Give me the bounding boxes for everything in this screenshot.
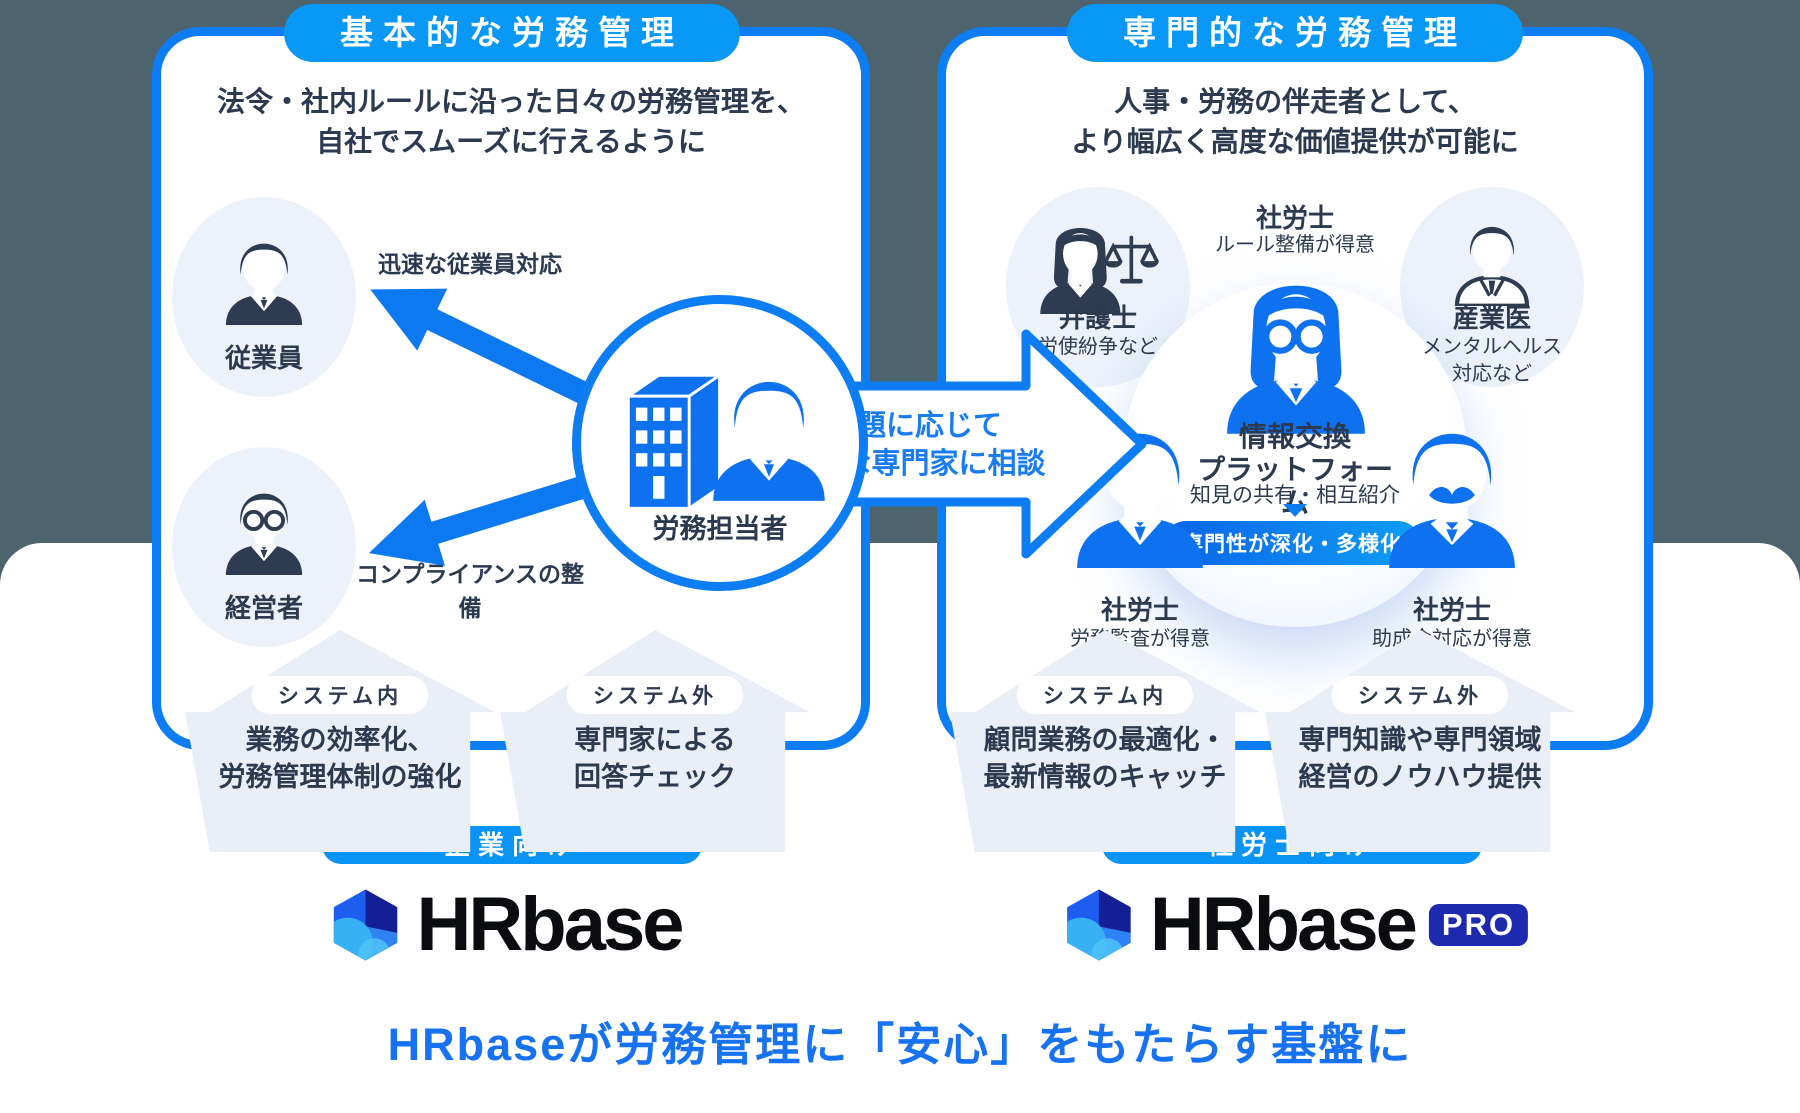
manager-person-icon	[225, 493, 303, 575]
employee-person-icon	[225, 243, 303, 325]
left-system-in-badge: システム内	[251, 676, 429, 714]
lawyer-sub-label: 労使紛争など	[1038, 336, 1158, 358]
sharoushi-left-label: 社労士	[1100, 595, 1179, 625]
doctor-person-icon	[1454, 226, 1530, 306]
platform-title: 情報交換 プラットフォーム	[1196, 421, 1393, 518]
sharoushi-right-label: 社労士	[1412, 595, 1491, 625]
sharoushi-right-person-icon	[1389, 433, 1515, 568]
sharoushi-left-person-icon	[1077, 433, 1203, 568]
platform-pill: 専門性が深化・多様化	[1164, 521, 1420, 565]
footer-tagline: HRbaseが労務管理に「安心」をもたらす基盤に	[387, 1019, 1413, 1070]
left-system-out-text: 専門家による 回答チェック	[574, 725, 736, 792]
office-building-icon	[623, 372, 725, 512]
doctor-label: 産業医	[1452, 303, 1531, 333]
manager-label: 経営者	[224, 593, 303, 623]
sharoushi-top-label: 社労士	[1255, 203, 1334, 233]
lawyer-label: 弁護士	[1058, 303, 1137, 333]
right-system-in-text: 顧問業務の最適化・ 最新情報のキャッチ	[983, 725, 1227, 792]
right-lead-line1: 人事・労務の伴走者として、	[1114, 86, 1476, 117]
left-lead-line2: 自社でスムーズに行えるように	[316, 126, 706, 157]
doctor-sub-label: メンタルヘルス 対応など	[1422, 336, 1562, 385]
lawyer-person-icon	[1040, 227, 1159, 314]
left-system-out-badge: システム外	[566, 676, 744, 714]
employee-arrow-label: 迅速な従業員対応	[378, 251, 562, 277]
hrbase-pro-logo: HRbase PRO	[1062, 882, 1529, 967]
glasses-icon	[1263, 319, 1329, 354]
scales-of-justice-icon	[1104, 235, 1159, 284]
hrbase-logo: HRbase	[329, 882, 685, 967]
right-system-in-badge: システム内	[1016, 676, 1194, 714]
triangle-down-icon	[1283, 504, 1307, 517]
hr-person-label: 労務担当者	[652, 514, 788, 544]
employee-label: 従業員	[224, 343, 303, 373]
right-panel-lead: 人事・労務の伴走者として、 より幅広く高度な価値提供が可能に	[937, 82, 1653, 162]
right-system-out-text: 専門知識や専門領域 経営のノウハウ提供	[1298, 725, 1542, 792]
sharoushi-top-person-icon	[1227, 285, 1365, 434]
right-lead-line2: より幅広く高度な価値提供が可能に	[1071, 126, 1519, 157]
left-panel-title: 基本的な労務管理	[284, 4, 740, 62]
hrbase-hexagon-icon	[1067, 889, 1131, 961]
pro-badge: PRO	[1428, 904, 1529, 946]
manager-arrow-label: コンプライアンスの整備	[356, 561, 584, 621]
right-panel-title: 専門的な労務管理	[1067, 4, 1523, 62]
left-lead-line1: 法令・社内ルールに沿った日々の労務管理を、	[216, 86, 805, 117]
hrbase-hexagon-icon	[333, 889, 398, 961]
right-system-out-badge: システム外	[1331, 676, 1509, 714]
hr-person-icon	[713, 381, 825, 501]
platform-sub: 知見の共有・相互紹介	[1190, 484, 1400, 507]
hrbase-wordmark: HRbase	[416, 882, 685, 967]
left-panel-lead: 法令・社内ルールに沿った日々の労務管理を、 自社でスムーズに行えるように	[152, 82, 870, 162]
hrbase-wordmark: HRbase	[1149, 882, 1418, 967]
left-system-in-text: 業務の効率化、 労務管理体制の強化	[218, 725, 462, 792]
sharoushi-top-sub-label: ルール整備が得意	[1215, 234, 1375, 256]
glasses-icon	[242, 509, 286, 532]
mustache-icon	[1429, 487, 1475, 504]
hr-person-circle: 労務担当者	[572, 295, 868, 591]
